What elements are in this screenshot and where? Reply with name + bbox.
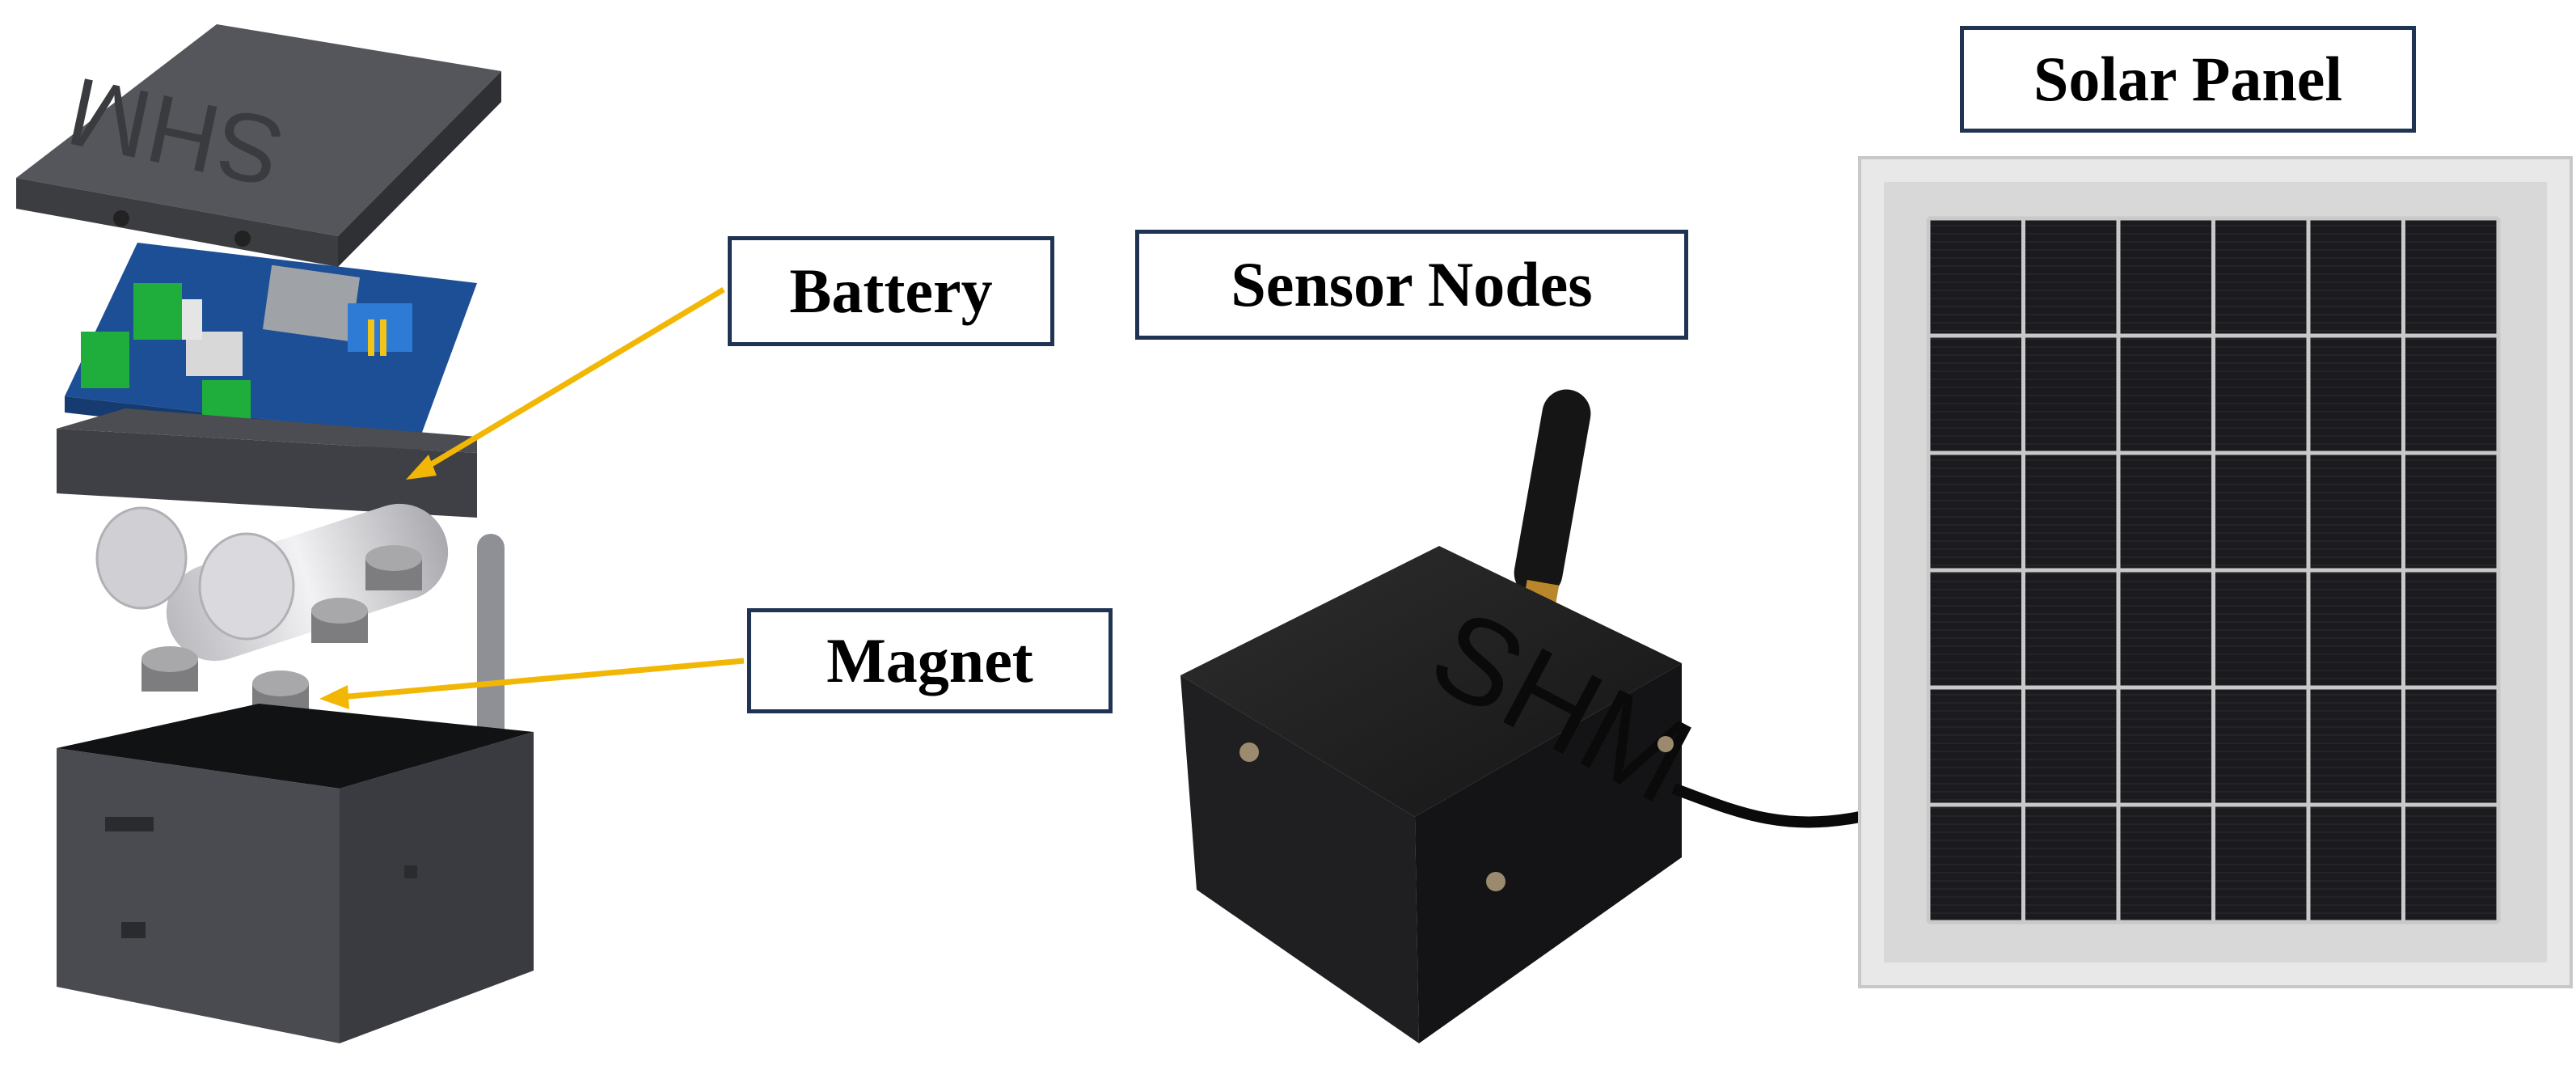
magnet-3 (141, 646, 198, 692)
battery-arrow (406, 286, 725, 480)
battery-label-text: Battery (789, 256, 993, 326)
enclosure-lid: SHM (16, 24, 501, 267)
power-cable (1671, 783, 1861, 828)
sensor-nodes-label-text: Sensor Nodes (1231, 249, 1593, 319)
sensor-nodes-label: Sensor Nodes (1135, 230, 1688, 340)
enclosure-base (57, 704, 534, 1043)
magnets (141, 545, 422, 716)
terminal-block-2 (81, 332, 129, 388)
magnet-2 (311, 598, 368, 643)
magnet-arrow (319, 658, 745, 709)
battery-tray (57, 408, 477, 518)
antenna-icon (1514, 389, 1591, 618)
solar-cell-grid (1926, 216, 2501, 924)
battery-cells (95, 503, 449, 662)
battery-label: Battery (728, 236, 1054, 346)
solar-panel-label-text: Solar Panel (2033, 44, 2343, 114)
terminal-block-1 (133, 283, 182, 340)
solar-panel-label: Solar Panel (1960, 26, 2416, 133)
magnet-label-text: Magnet (826, 625, 1033, 696)
magnet-1 (365, 545, 422, 590)
solar-panel-photo (1858, 156, 2573, 988)
magnet-label: Magnet (747, 608, 1113, 713)
sensor-node-photo: SHM (1180, 389, 1861, 1043)
exploded-enclosure-illustration: SHM (16, 24, 534, 1043)
